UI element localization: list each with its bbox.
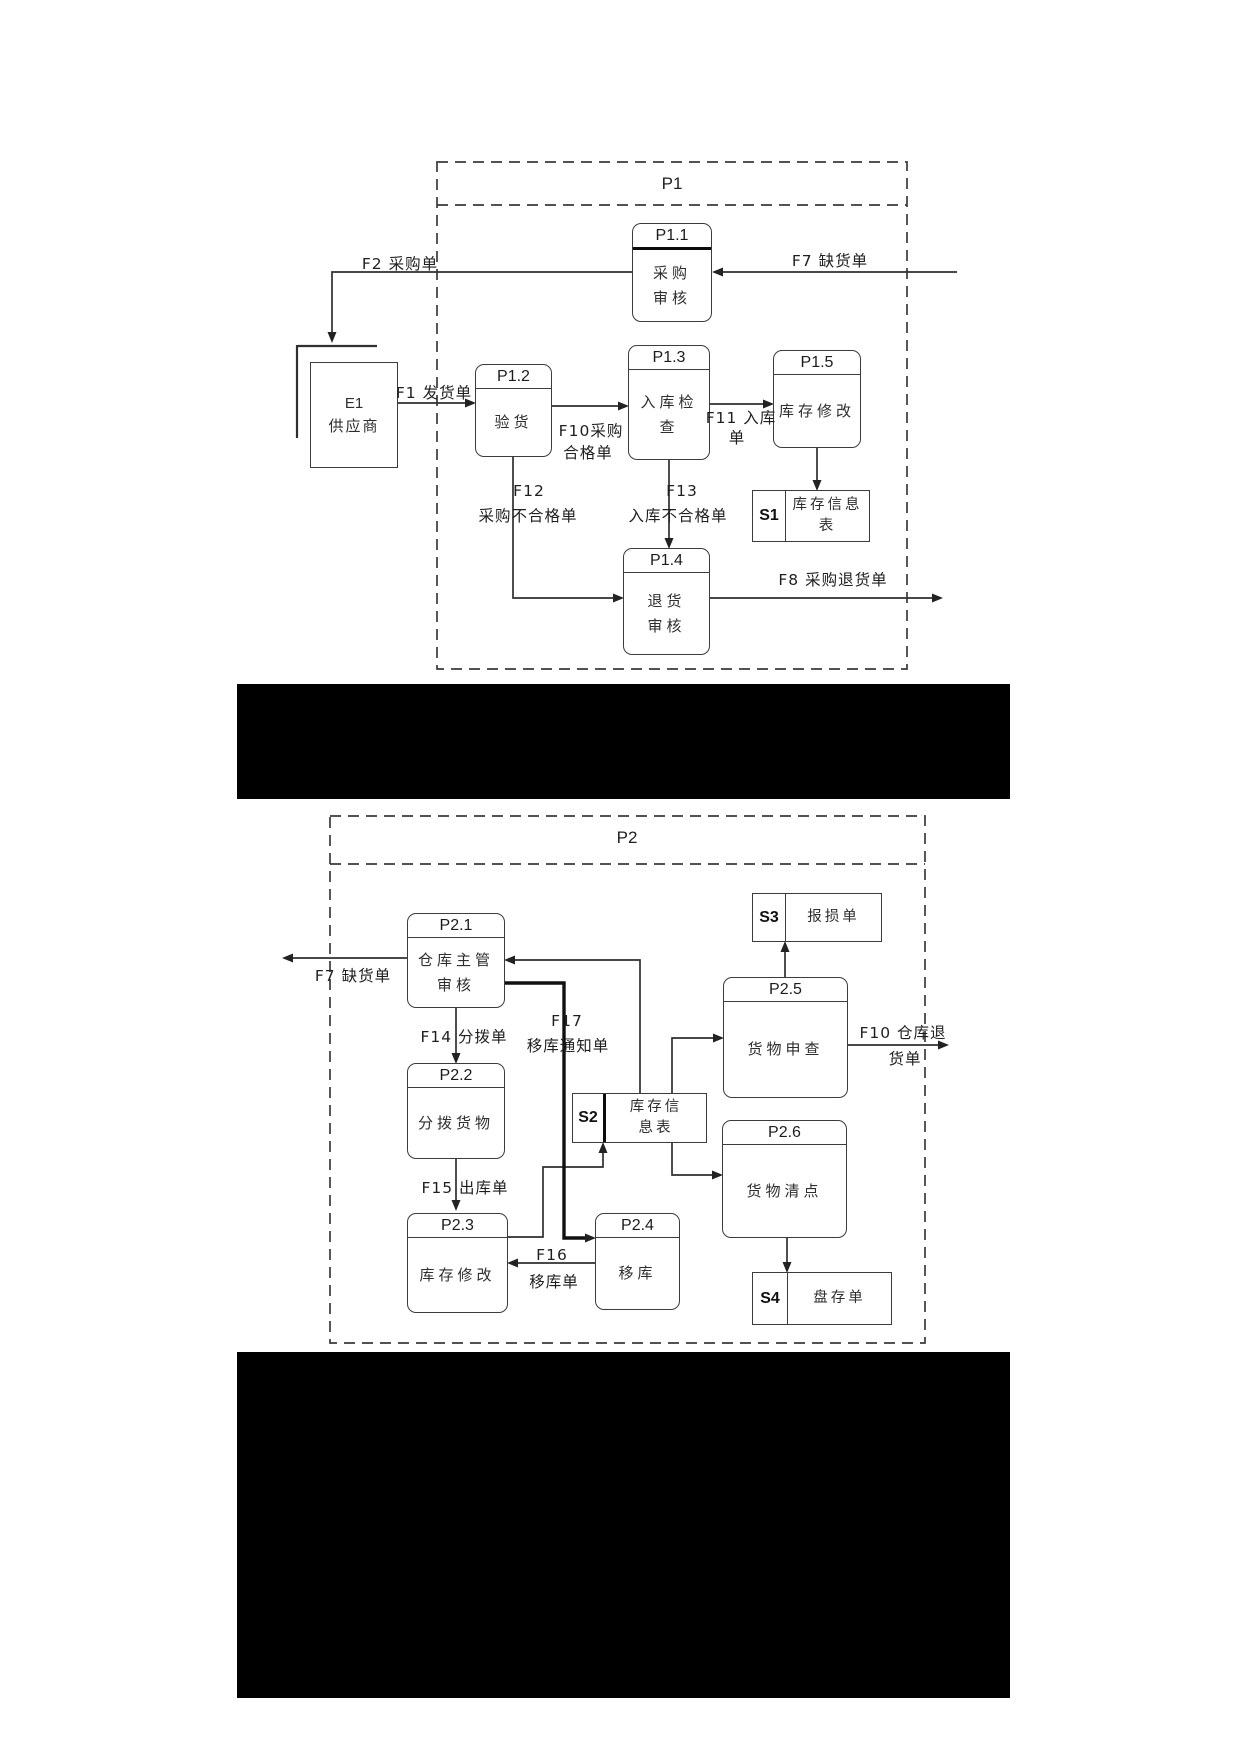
flow-label-f13-line1: F13 (666, 482, 698, 500)
store-s4-id: S4 (753, 1273, 788, 1324)
flow-f2-p11-to-e1 (327, 271, 632, 343)
process-p1-5-id: P1.5 (774, 351, 860, 375)
flow-label-f10-line2: 合格单 (563, 444, 613, 462)
flow-label-f10-p2-line1: F10 仓库退 (859, 1024, 947, 1042)
flow-s2-to-p26 (671, 1143, 723, 1180)
process-p1-3: P1.3 入库检 查 (628, 345, 710, 460)
flow-label-f13-line2: 入库不合格单 (628, 507, 728, 525)
flow-label-f10-p2-line2: 货单 (888, 1050, 922, 1068)
process-p2-2-label: 分拨货物 (417, 1113, 494, 1132)
process-p1-5: P1.5 库存修改 (773, 350, 861, 448)
flow-label-f16-line1: F16 (536, 1246, 568, 1264)
flow-s2-to-p21 (504, 955, 641, 1093)
flow-p23-to-s2 (508, 1142, 608, 1238)
flow-label-f17-line1: F17 (551, 1012, 583, 1030)
p2-boundary-title: P2 (616, 828, 638, 847)
store-s2-id: S2 (573, 1094, 606, 1142)
flow-s2-to-p25 (671, 1033, 724, 1093)
store-s4: S4 盘存单 (752, 1272, 892, 1325)
process-p1-2-label: 验货 (494, 413, 533, 431)
process-p2-2: P2.2 分拨货物 (407, 1063, 505, 1159)
process-p2-5-label: 货物申查 (747, 1040, 824, 1058)
process-p1-2: P1.2 验货 (475, 364, 552, 457)
process-p2-5-id: P2.5 (724, 978, 847, 1002)
process-p1-1-label: 采购 (652, 263, 691, 282)
process-p2-4-label: 移库 (618, 1264, 657, 1282)
process-p2-6-id: P2.6 (723, 1121, 846, 1145)
p1-boundary (436, 161, 908, 670)
flow-label-f8: F8 采购退货单 (778, 571, 888, 589)
flow-f17-p21-to-p24 (505, 981, 596, 1243)
process-p2-1-id: P2.1 (408, 914, 504, 938)
process-p1-4-id: P1.4 (624, 549, 709, 573)
store-s2: S2 库存信 息表 (572, 1093, 707, 1143)
flow-label-f11-line1: F11 入库 (705, 409, 777, 427)
process-p1-3-id: P1.3 (629, 346, 709, 370)
process-p1-1: P1.1 采购 审核 (632, 223, 712, 322)
flow-label-f15: F15 出库单 (421, 1179, 509, 1197)
store-s4-label: 盘存单 (813, 1290, 866, 1306)
entity-e1-name: 供应商 (328, 417, 380, 435)
process-p2-3-label: 库存修改 (419, 1265, 496, 1284)
process-p2-1: P2.1 仓库主管 审核 (407, 913, 505, 1008)
flow-label-f1: F1 发货单 (395, 384, 473, 402)
store-s2-label: 库存信 (629, 1099, 683, 1115)
flow-f12-p12-to-p14 (512, 457, 624, 603)
flow-label-f17-line2: 移库通知单 (526, 1037, 610, 1055)
p2-boundary (329, 815, 926, 1344)
process-p2-4-id: P2.4 (596, 1214, 679, 1238)
redaction-bar-top (237, 684, 1010, 799)
flow-label-f10-line1: F10采购 (558, 422, 624, 440)
process-p2-6-label: 货物清点 (746, 1181, 823, 1200)
store-s3-label: 报损单 (807, 909, 860, 925)
process-p2-3-id: P2.3 (408, 1214, 507, 1238)
entity-e1-id: E1 (344, 395, 364, 412)
process-p1-5-label: 库存修改 (778, 401, 855, 420)
process-p1-4-label: 退货 (647, 591, 686, 610)
process-p1-4: P1.4 退货 审核 (623, 548, 710, 655)
process-p2-5: P2.5 货物申查 (723, 977, 848, 1098)
flow-label-f7-p2: F7 缺货单 (314, 967, 392, 985)
entity-e1: E1 供应商 (310, 362, 398, 468)
process-p2-1-label: 仓库主管 (417, 950, 494, 969)
store-s1-id: S1 (753, 491, 786, 541)
process-p2-4: P2.4 移库 (595, 1213, 680, 1310)
process-p2-6: P2.6 货物清点 (722, 1120, 847, 1238)
store-s1: S1 库存信息 表 (752, 490, 870, 542)
flow-label-f7-p1: F7 缺货单 (791, 252, 869, 270)
flow-label-f14: F14 分拨单 (420, 1028, 508, 1046)
process-p1-2-id: P1.2 (476, 365, 551, 389)
flow-label-f16-line2: 移库单 (529, 1273, 579, 1291)
flow-label-f12-line1: F12 (513, 482, 545, 500)
store-s3-id: S3 (753, 894, 786, 941)
p1-boundary-title: P1 (661, 174, 683, 193)
store-s1-label: 库存信息 (792, 497, 863, 513)
redaction-bar-bottom (237, 1352, 1010, 1698)
flow-label-f2: F2 采购单 (361, 255, 439, 273)
process-p2-3: P2.3 库存修改 (407, 1213, 508, 1313)
process-p1-1-id: P1.1 (633, 224, 711, 250)
store-s3: S3 报损单 (752, 893, 882, 942)
process-p2-2-id: P2.2 (408, 1064, 504, 1088)
flow-label-f12-line2: 采购不合格单 (478, 507, 578, 525)
process-p1-3-label: 入库检 (640, 392, 698, 411)
flow-label-f11-line2: 单 (728, 429, 746, 447)
